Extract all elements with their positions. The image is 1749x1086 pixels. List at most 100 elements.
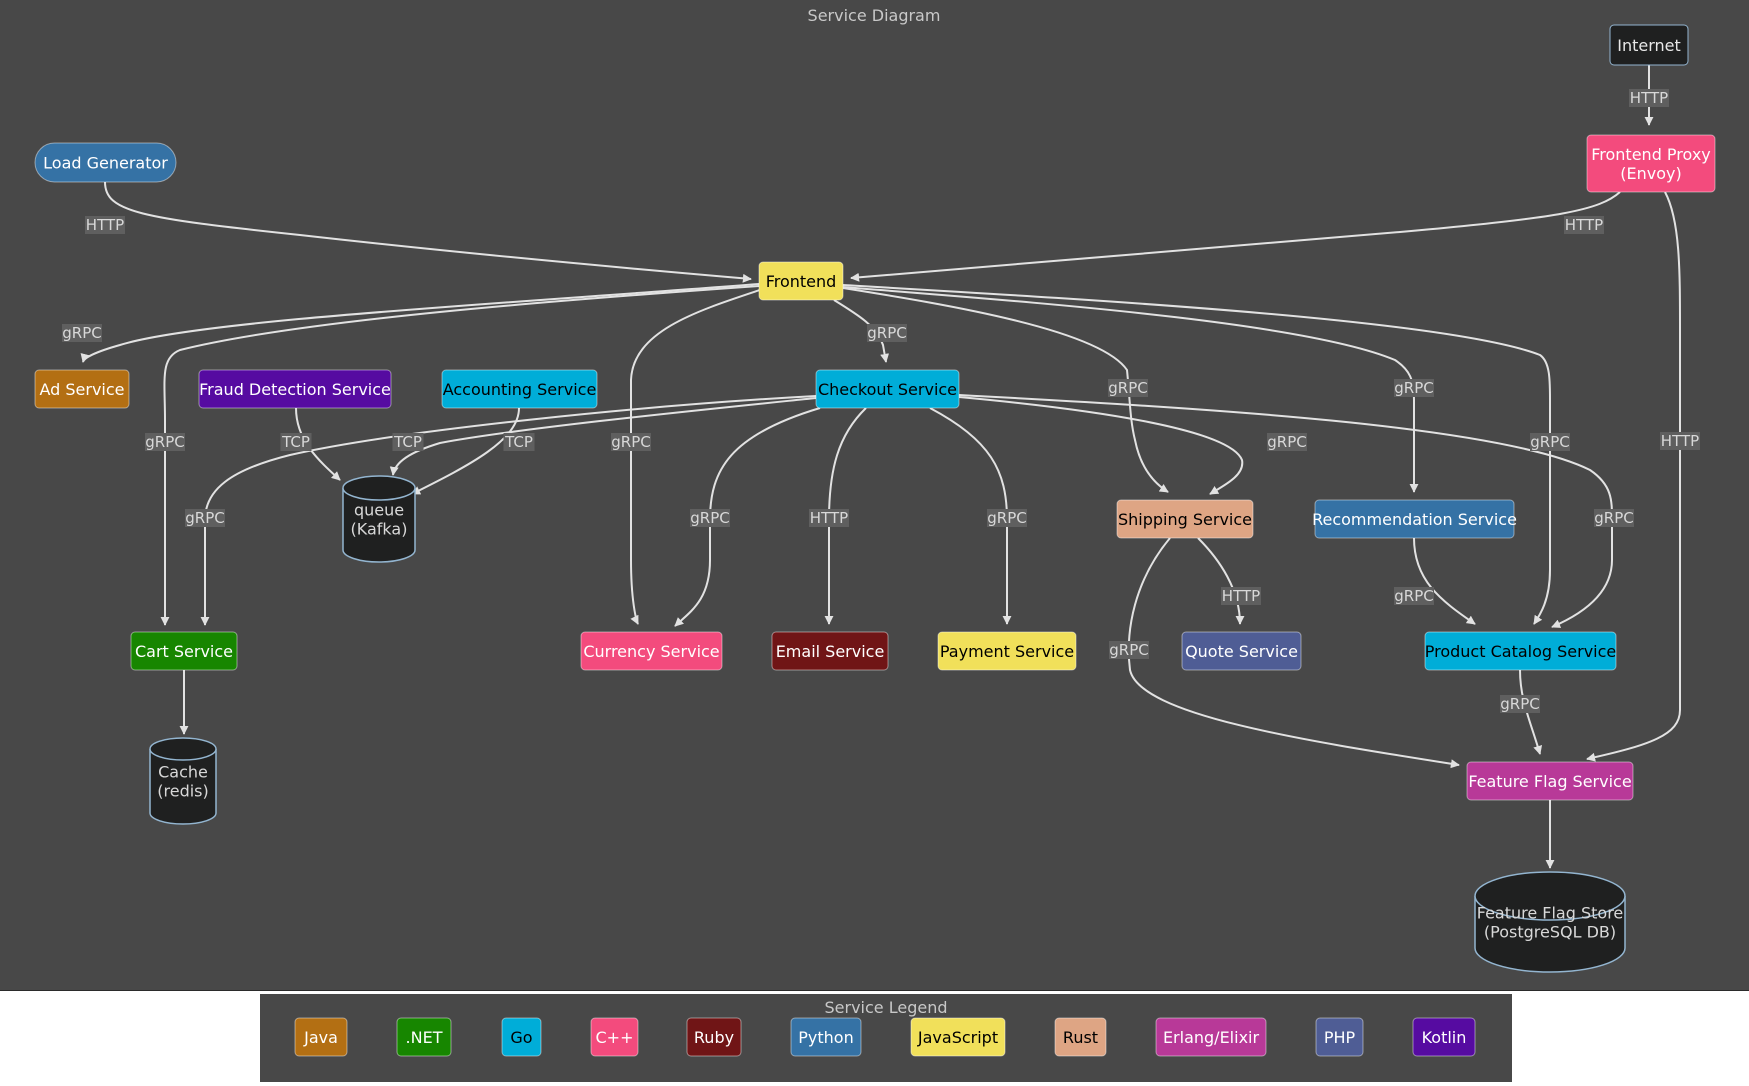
node-featureflag[interactable]: Feature Flag Service (1466, 761, 1634, 801)
node-fraud[interactable]: Fraud Detection Service (198, 369, 392, 409)
edge-label-checkout-email: HTTP (809, 509, 849, 527)
legend-item-java: Java (294, 1017, 348, 1057)
edge-label-frontend-checkout: gRPC (867, 324, 907, 342)
node-label: Fraud Detection Service (199, 380, 391, 399)
node-catalog[interactable]: Product Catalog Service (1424, 631, 1617, 671)
edge-frontend-recommendation (842, 286, 1419, 493)
edge-label-checkout-queue: TCP (392, 433, 424, 451)
edge-label-catalog-featureflag: gRPC (1500, 695, 1540, 713)
node-recommendation[interactable]: Recommendation Service (1312, 499, 1517, 539)
legend-panel (260, 994, 1512, 1082)
edge-label-proxy-featureflag: HTTP (1660, 432, 1700, 450)
edge-label-text: gRPC (62, 324, 101, 342)
node-label: Email Service (776, 642, 885, 661)
node-label: Payment Service (940, 642, 1074, 661)
legend-item-kotlin: Kotlin (1412, 1017, 1476, 1057)
legend-item-label: Ruby (694, 1028, 734, 1047)
legend-item-label: Go (510, 1028, 532, 1047)
edge-proxy-frontend (850, 191, 1621, 282)
edge-loadgen-frontend (104, 181, 752, 283)
edge-label-checkout-catalog: gRPC (1594, 509, 1634, 527)
edge-label-proxy-frontend: HTTP (1564, 216, 1604, 234)
edge-frontend-ad (80, 283, 760, 363)
node-label: Cart Service (135, 642, 233, 661)
edge-label-text: gRPC (690, 509, 729, 527)
node-label: Product Catalog Service (1425, 642, 1617, 661)
legend-item-erlang-elixir: Erlang/Elixir (1155, 1017, 1267, 1057)
node-flagstore[interactable]: Feature Flag Store(PostgreSQL DB) (1474, 871, 1626, 973)
node-label: Cache (158, 763, 208, 782)
node-payment[interactable]: Payment Service (937, 631, 1077, 671)
edge-label-text: gRPC (145, 433, 184, 451)
edge-label-text: HTTP (1661, 432, 1699, 450)
node-label: Feature Flag Service (1468, 772, 1631, 791)
edge-label-fraud-queue: TCP (280, 433, 312, 451)
legend-item-label: Kotlin (1422, 1028, 1467, 1047)
edge-proxy-featureflag (1586, 191, 1681, 762)
node-accounting[interactable]: Accounting Service (441, 369, 598, 409)
node-loadgen[interactable]: Load Generator (34, 142, 177, 183)
node-label: (PostgreSQL DB) (1484, 923, 1616, 942)
edge-frontend-currency (630, 288, 764, 625)
edge-label-text: HTTP (86, 216, 124, 234)
edge-label-text: HTTP (1565, 216, 1603, 234)
node-email[interactable]: Email Service (771, 631, 889, 671)
node-label: (Envoy) (1620, 164, 1681, 183)
edge-label-text: gRPC (987, 509, 1026, 527)
edge-label-shipping-quote: HTTP (1221, 587, 1261, 605)
edge-checkout-catalog (958, 394, 1613, 628)
edge-label-text: gRPC (1594, 509, 1633, 527)
edge-label-checkout-shipping: gRPC (1267, 433, 1307, 451)
edge-label-text: gRPC (1267, 433, 1306, 451)
node-shipping[interactable]: Shipping Service (1116, 499, 1254, 539)
edge-label-checkout-cart: gRPC (185, 509, 225, 527)
node-label: Accounting Service (443, 380, 597, 399)
edge-label-text: TCP (281, 433, 310, 451)
node-frontend[interactable]: Frontend (758, 261, 844, 301)
edge-label-text: gRPC (185, 509, 224, 527)
node-cache[interactable]: Cache(redis) (149, 737, 217, 825)
legend-item--net: .NET (396, 1017, 452, 1057)
edge-label-frontend-currency: gRPC (611, 433, 651, 451)
legend-item-label: Java (303, 1028, 338, 1047)
edge-checkout-cart (200, 395, 817, 626)
legend-item-label: .NET (406, 1028, 443, 1047)
diagram-title: Service Diagram (808, 6, 941, 25)
diagram-canvas (0, 0, 1749, 990)
edge-labels-layer: HTTP HTTP HTTP HTTP gRPC gRPC gRPC gRPC gRPC gRPC… (62, 89, 1700, 713)
node-label: Shipping Service (1118, 510, 1252, 529)
edge-shipping-quote (1197, 537, 1245, 625)
node-label: Frontend (766, 272, 837, 291)
edge-frontend-shipping (842, 287, 1169, 493)
node-label: Checkout Service (818, 380, 957, 399)
edge-label-text: gRPC (1500, 695, 1539, 713)
edge-label-text: HTTP (1630, 89, 1668, 107)
node-checkout[interactable]: Checkout Service (815, 369, 960, 409)
node-label: (redis) (157, 782, 209, 801)
node-queue[interactable]: queue(Kafka) (342, 475, 416, 563)
edge-label-text: gRPC (611, 433, 650, 451)
legend-item-label: C++ (596, 1028, 634, 1047)
legend-item-javascript: JavaScript (910, 1017, 1006, 1057)
edge-label-frontend-recommendation: gRPC (1394, 379, 1434, 397)
legend-item-php: PHP (1315, 1017, 1364, 1057)
edge-label-text: TCP (393, 433, 422, 451)
edge-label-text: gRPC (1394, 379, 1433, 397)
legend-item-label: PHP (1324, 1028, 1356, 1047)
node-quote[interactable]: Quote Service (1181, 631, 1302, 671)
node-ad[interactable]: Ad Service (34, 369, 130, 409)
edge-label-shipping-featureflag: gRPC (1109, 641, 1149, 659)
legend-item-ruby: Ruby (686, 1017, 742, 1057)
edge-label-text: gRPC (867, 324, 906, 342)
node-label: queue (354, 501, 404, 520)
node-currency[interactable]: Currency Service (580, 631, 723, 671)
node-proxy[interactable]: Frontend Proxy(Envoy) (1586, 134, 1716, 193)
node-cart[interactable]: Cart Service (130, 631, 238, 671)
edge-label-internet-proxy: HTTP (1629, 89, 1669, 107)
node-internet[interactable]: Internet (1609, 24, 1689, 66)
legend-item-label: JavaScript (917, 1028, 998, 1047)
legend-item-go: Go (501, 1017, 542, 1057)
edge-checkout-shipping (958, 396, 1244, 495)
